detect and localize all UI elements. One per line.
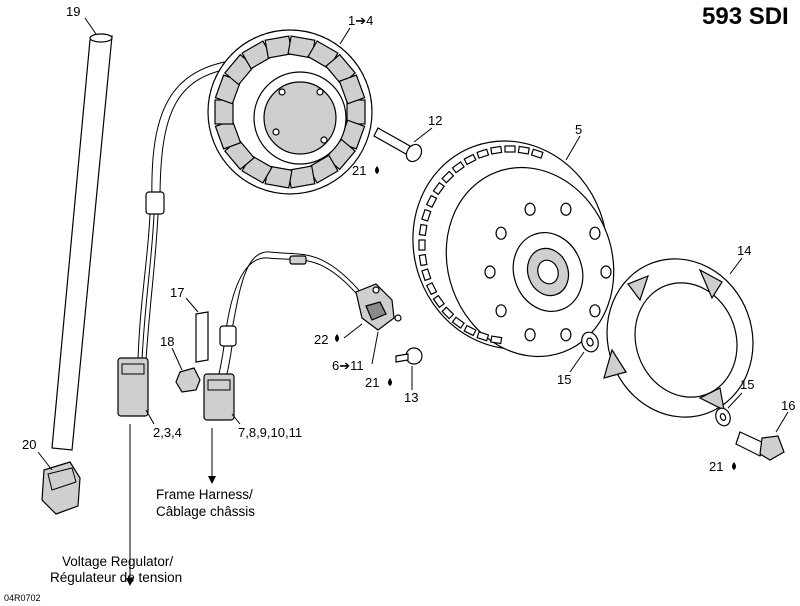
callout-18: 18	[160, 334, 174, 349]
bolt-part-16	[735, 431, 785, 461]
drop-icon	[388, 378, 392, 386]
callout-15-a: 15	[557, 372, 571, 387]
trigger-coil-part-6-11	[355, 283, 402, 331]
drawing-code: 04R0702	[4, 593, 41, 603]
frame-harness-caption-fr: Câblage châssis	[156, 504, 255, 519]
callout-12: 12	[428, 113, 442, 128]
callout-17: 17	[170, 285, 184, 300]
callout-2-3-4: 2,3,4	[153, 425, 182, 440]
screw-part-13	[395, 347, 423, 365]
voltage-regulator-caption-en: Voltage Regulator/	[62, 554, 173, 569]
clip-part-20	[41, 461, 81, 515]
spring-part-17	[195, 311, 209, 363]
clip-part-18	[175, 367, 201, 393]
drop-icon	[375, 166, 379, 174]
callout-5: 5	[575, 122, 582, 137]
callout-19: 19	[66, 4, 80, 19]
flywheel-part-5	[412, 140, 615, 358]
callout-20: 20	[22, 437, 36, 452]
callout-15-b: 15	[740, 377, 754, 392]
callout-7-11: 7,8,9,10,11	[238, 425, 302, 440]
drop-icon	[335, 334, 339, 342]
conduit-part-19	[51, 33, 113, 451]
callout-13: 13	[404, 390, 418, 405]
model-title: 593 SDI	[702, 3, 789, 30]
callout-21-c: 21	[709, 459, 723, 474]
drop-icon	[732, 462, 736, 470]
callout-21-a: 21	[352, 163, 366, 178]
frame-harness-caption-en: Frame Harness/	[156, 487, 253, 502]
callout-21-b: 21	[365, 375, 379, 390]
stator-part-1-4	[207, 29, 373, 195]
callout-1-4: 1➔4	[348, 13, 373, 28]
callout-22: 22	[314, 332, 328, 347]
stator-connector	[117, 357, 149, 417]
callout-16: 16	[781, 398, 795, 413]
voltage-regulator-caption-fr: Régulateur de tension	[50, 570, 182, 585]
callout-14: 14	[737, 243, 751, 258]
trigger-connector	[203, 373, 235, 421]
callout-6-11: 6➔11	[332, 358, 364, 373]
ring-part-14	[603, 258, 754, 418]
bolt-part-12	[373, 127, 423, 163]
